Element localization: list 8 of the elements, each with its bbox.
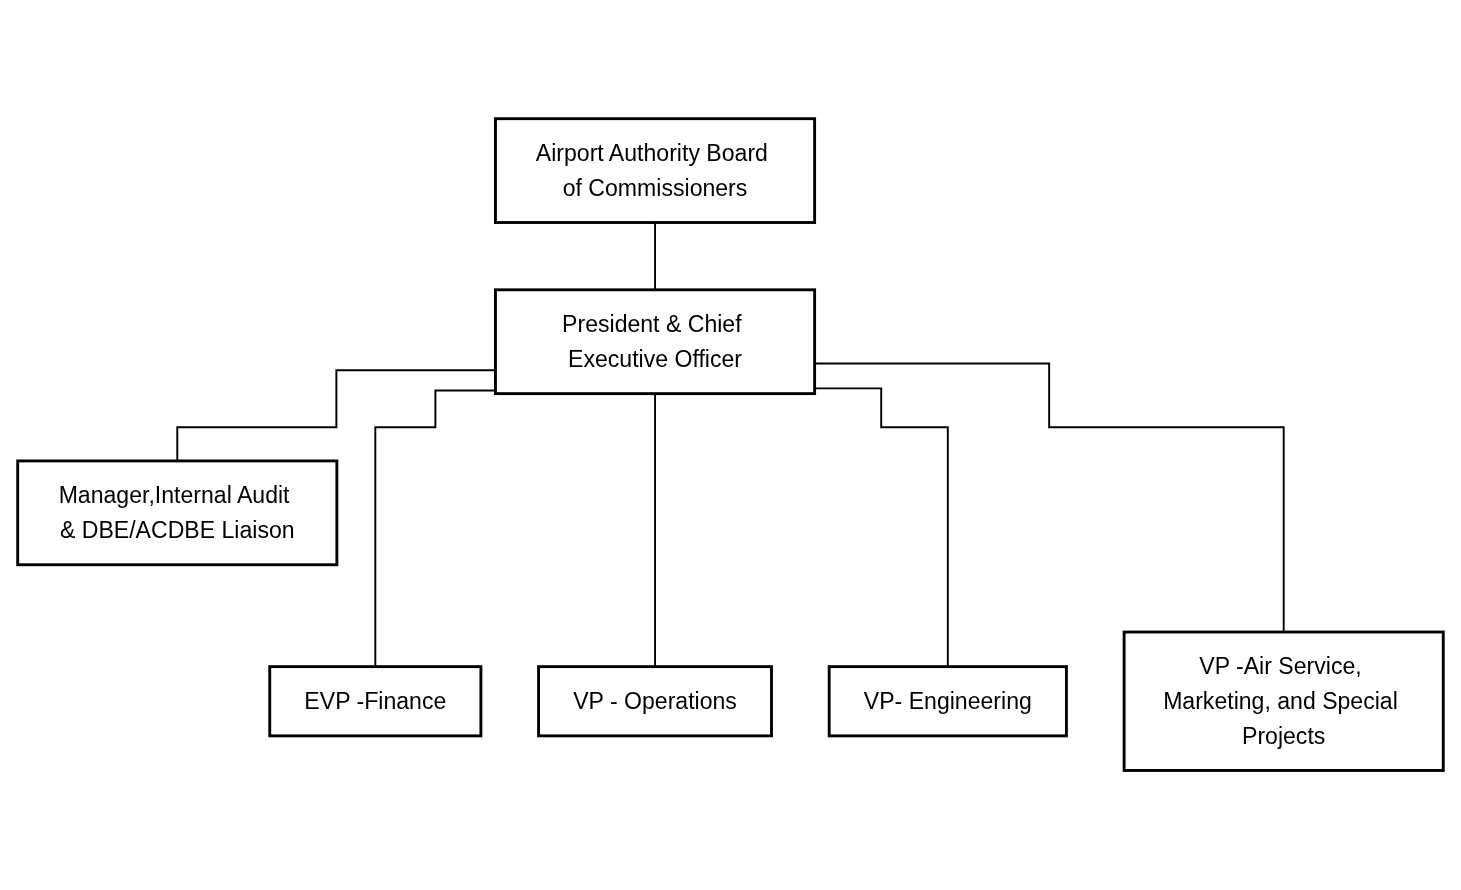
node-box: VP- Engineering bbox=[827, 665, 1068, 738]
node-box: Manager,Internal Audit & DBE/ACDBE Liaison bbox=[16, 459, 339, 567]
node-box: Airport Authority Board of Commissioners bbox=[494, 117, 817, 225]
node-box: VP -Air Service, Marketing, and Special Projects bbox=[1122, 631, 1445, 773]
node-box: EVP -Finance bbox=[268, 665, 483, 738]
node-box: President & Chief Executive Officer bbox=[494, 288, 817, 396]
node-box: VP - Operations bbox=[537, 665, 773, 738]
connector bbox=[374, 390, 497, 668]
